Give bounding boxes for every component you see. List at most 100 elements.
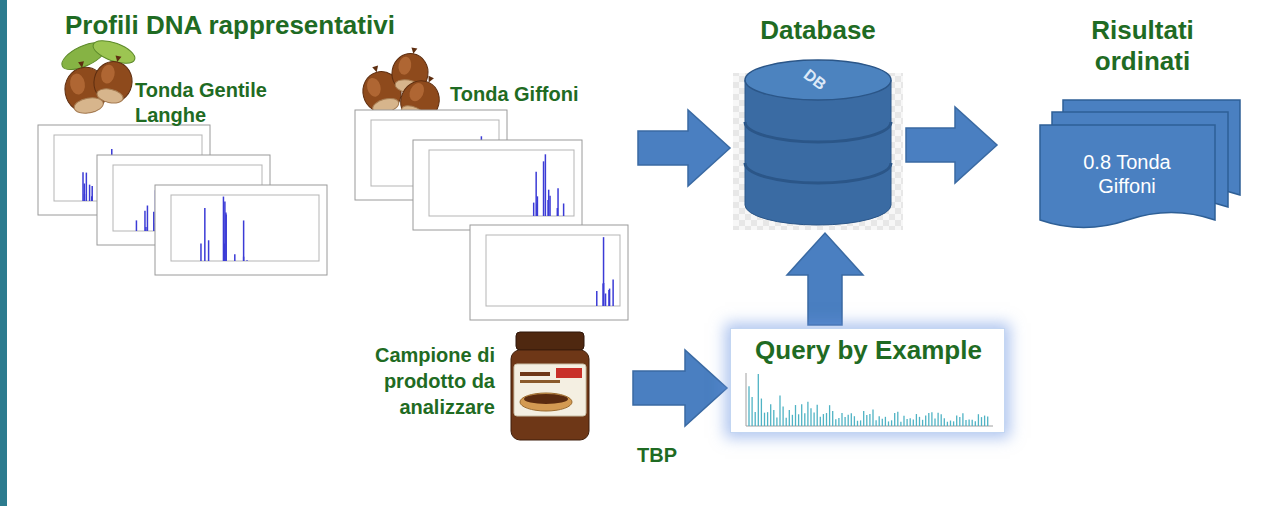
chart-peak (879, 416, 880, 426)
chart-peak (153, 212, 155, 231)
chart-peak (84, 183, 86, 201)
chart-peak (792, 415, 793, 426)
hazelnut-tip (410, 47, 417, 54)
chart-peak (984, 416, 985, 426)
cylinder-body (745, 80, 891, 225)
chart-peak (894, 413, 895, 426)
chart-peak (922, 420, 923, 426)
chart-peak (906, 419, 907, 426)
chart-peak (773, 410, 774, 426)
chart-peak (557, 188, 559, 216)
variety-label-box: Tonda Giffoni (450, 82, 628, 106)
hazelnut-shine (365, 76, 383, 98)
product-jar (511, 332, 589, 440)
chart-peak (823, 414, 824, 426)
chart-peak (947, 422, 948, 426)
chart-peak (86, 173, 88, 201)
chart-peak (764, 413, 765, 426)
chart-peak (776, 417, 777, 426)
chart-peak (751, 397, 752, 426)
chart-peak (91, 186, 93, 201)
chart-peak (869, 414, 870, 426)
chart-peak (804, 413, 805, 426)
chart-axis (746, 373, 747, 426)
spread (524, 394, 568, 404)
sample-product: Campione di prodotto da analizzare (340, 320, 630, 468)
chart-peak (84, 194, 86, 201)
chart-peak (891, 420, 892, 426)
chart-peak (89, 185, 91, 201)
chart-peak (200, 244, 202, 261)
chart-peak (234, 254, 236, 261)
chart-peak (826, 413, 827, 426)
variety-group: Tonda Giffoni (350, 50, 632, 322)
chart-peak (535, 172, 537, 216)
chart-peak (543, 161, 545, 216)
chart-peak (950, 421, 951, 426)
hazelnut-shine (407, 81, 427, 104)
chart-peak (953, 421, 954, 426)
chart-peak (563, 203, 565, 216)
chart-peak (863, 411, 864, 426)
hazelnut (90, 52, 137, 106)
hazelnut-shine (68, 72, 86, 95)
chart-peak (968, 419, 969, 426)
query-label-box: Query by Example (731, 335, 1006, 366)
chart-peak (147, 206, 149, 231)
chart-peak (841, 413, 842, 426)
chart-peak (885, 417, 886, 426)
chart-frame (470, 225, 628, 320)
chart-peak (748, 386, 749, 426)
chart-peak (223, 197, 225, 261)
chart-peak (975, 421, 976, 426)
chart-peak (557, 208, 559, 216)
chart-peak (786, 418, 787, 426)
sample-label: Campione di prodotto da analizzare (345, 342, 495, 420)
chart-peak (795, 405, 796, 426)
section-heading: Profili DNA rappresentativi (65, 10, 525, 41)
edge-label: TBP (635, 443, 679, 467)
chart-peak (144, 211, 146, 231)
chart-peak (545, 154, 547, 216)
block-arrow (906, 107, 997, 183)
chart-peak (832, 411, 833, 426)
database-heading: Database (733, 15, 903, 46)
section-heading-box: Profili DNA rappresentativi (65, 10, 525, 41)
result-document (1040, 125, 1215, 228)
result-entry-box: 0.8 Tonda Giffoni (1067, 150, 1187, 198)
chart-peak (962, 413, 963, 426)
chart-peak (820, 417, 821, 426)
chart-peak (91, 196, 93, 201)
jar-label-line (520, 372, 550, 376)
hazelnut-shine (99, 63, 116, 84)
hazelnut-base (96, 87, 125, 106)
chart-peak (533, 203, 535, 216)
chart-peak (136, 220, 138, 231)
jar-label (514, 364, 586, 416)
hazelnut-shell (90, 58, 136, 106)
chart-peak (900, 422, 901, 426)
chart-peak (243, 220, 245, 261)
chart-peak (801, 404, 802, 426)
chart-peak (854, 416, 855, 426)
profile-section: Tonda Gentile LangheTonda GiffoniProfili… (30, 5, 635, 325)
chart-peak (761, 399, 762, 426)
block-arrow (633, 350, 727, 426)
jar-lid (516, 332, 584, 350)
chart-peak (817, 405, 818, 426)
chart-peak (605, 293, 607, 306)
side-bar (0, 0, 7, 506)
chart-peak (835, 419, 836, 426)
chart-peak (548, 190, 550, 216)
chart-peak (208, 240, 210, 261)
chart-peak (224, 202, 226, 261)
chart-peak (944, 418, 945, 426)
jar-badge (556, 368, 582, 378)
chart-axes (171, 195, 319, 261)
chart-peak (888, 421, 889, 426)
bread-slice (520, 393, 572, 411)
chart-peak (767, 412, 768, 426)
hazelnut-tip (114, 55, 121, 62)
